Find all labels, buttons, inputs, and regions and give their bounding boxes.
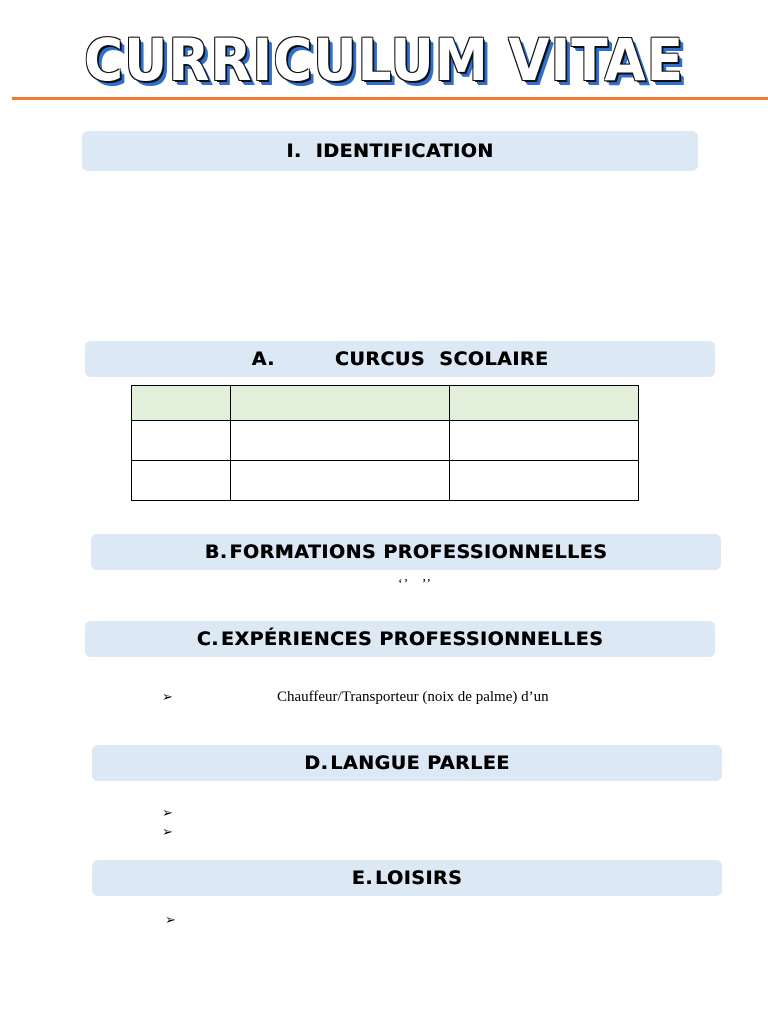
section-label: FORMATIONS PROFESSIONNELLES <box>229 541 608 563</box>
table-row <box>131 420 639 461</box>
table-cell <box>449 420 639 461</box>
arrow-bullet-icon: ➢ <box>162 806 173 821</box>
section-number: A. <box>251 348 275 370</box>
table-cell <box>131 460 231 501</box>
experience-item-text: Chauffeur/Transporteur (noix de palme) d… <box>277 689 549 705</box>
table-header-cell <box>230 385 450 421</box>
section-identification-header: I. IDENTIFICATION <box>82 131 698 171</box>
table-header-cell <box>449 385 639 421</box>
table-row <box>131 460 639 501</box>
section-loisirs-header: E. LOISIRS <box>92 860 722 896</box>
section-label: LOISIRS <box>374 867 463 889</box>
document-title: CURRICULUM VITAE <box>83 26 684 94</box>
title-rule <box>12 97 768 100</box>
table-header-row <box>131 385 639 421</box>
section-cursus-header: A. CURCUS SCOLAIRE <box>85 341 715 377</box>
arrow-bullet-icon: ➢ <box>162 825 173 840</box>
section-label: IDENTIFICATION <box>315 140 494 162</box>
section-experiences-header: C. EXPÉRIENCES PROFESSIONNELLES <box>85 621 715 657</box>
formations-placeholder-text: ‘’ ’’ <box>398 577 433 592</box>
arrow-bullet-icon: ➢ <box>162 690 173 705</box>
table-cell <box>449 460 639 501</box>
section-number: B. <box>204 541 228 563</box>
cursus-table <box>131 385 639 501</box>
section-number: E. <box>351 867 373 889</box>
section-label: CURCUS SCOLAIRE <box>334 348 549 370</box>
section-formations-header: B. FORMATIONS PROFESSIONNELLES <box>91 534 721 570</box>
arrow-bullet-icon: ➢ <box>165 913 176 928</box>
table-cell <box>230 420 450 461</box>
section-number: D. <box>304 752 329 774</box>
section-label: LANGUE PARLEE <box>330 752 510 774</box>
table-cell <box>131 420 231 461</box>
table-header-cell <box>131 385 231 421</box>
section-number: I. <box>286 140 302 162</box>
table-cell <box>230 460 450 501</box>
section-langue-header: D. LANGUE PARLEE <box>92 745 722 781</box>
section-label: EXPÉRIENCES PROFESSIONNELLES <box>220 628 604 650</box>
section-number: C. <box>196 628 219 650</box>
